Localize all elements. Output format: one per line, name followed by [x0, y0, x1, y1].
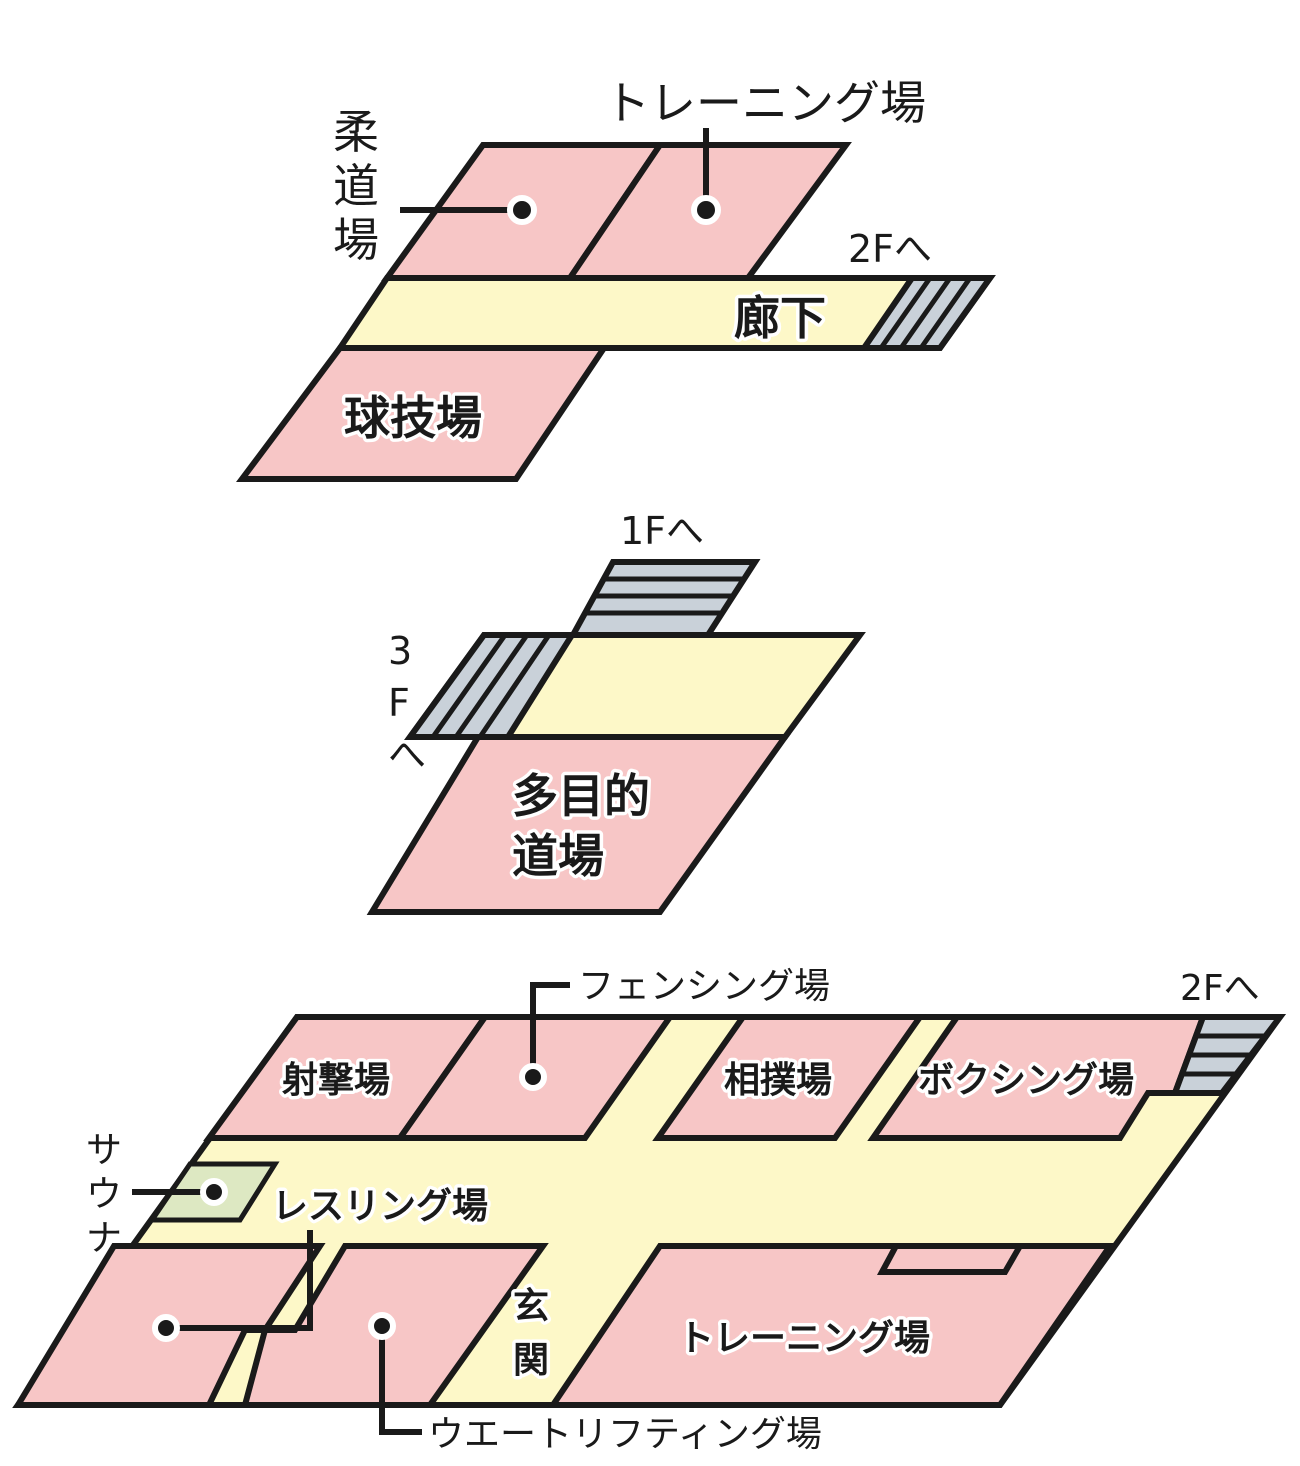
- floor2-to-3f-label-2: F: [388, 681, 410, 725]
- floor1-training-annex: [876, 1243, 1026, 1275]
- floor3-training-marker: [691, 195, 721, 225]
- floor2-multipurpose-label-1: 多目的: [512, 769, 650, 823]
- floor1-sauna-label-2: ウ: [86, 1174, 122, 1215]
- floor1-sauna-label-3: ナ: [86, 1218, 122, 1259]
- floor1-shooting-label: 射撃場: [282, 1060, 390, 1101]
- floor1-training-label: トレーニング場: [678, 1318, 930, 1359]
- floor2-multipurpose-label-2: 道場: [512, 829, 604, 883]
- floor3-ball-court-label: 球技場: [344, 391, 482, 445]
- floor1-weightlifting-marker: [368, 1312, 396, 1340]
- floor3-judo-label-2: 道: [333, 159, 379, 213]
- floor2-to-3f-label-3: へ: [388, 733, 426, 777]
- floor1-wrestling-label: レスリング場: [272, 1186, 488, 1227]
- floor2-multipurpose-hall: [366, 734, 791, 915]
- floor3-ball-court: [236, 345, 610, 482]
- floor1-sumo-label: 相撲場: [724, 1060, 832, 1101]
- floor3-judo-marker: [507, 195, 537, 225]
- floor1-entrance-label-1: 玄: [513, 1286, 549, 1327]
- floor2-to-1f-label: 1Fへ: [620, 509, 704, 553]
- floor-2-plan: 1Fへ 3 F へ 多目的 道場: [366, 509, 866, 915]
- floor1-boxing-label: ボクシング場: [918, 1060, 1134, 1101]
- floor3-corridor-label: 廊下: [734, 291, 826, 345]
- floor1-fencing-label: フェンシング場: [578, 966, 830, 1007]
- floor1-wrestling-marker: [152, 1314, 180, 1342]
- floor1-fencing-marker: [519, 1063, 547, 1091]
- floor1-entrance-label-2: 関: [513, 1340, 549, 1381]
- floor1-to-2f-label: 2Fへ: [1180, 968, 1260, 1009]
- floor1-sauna-marker: [200, 1178, 228, 1206]
- floor3-judo-label-1: 柔: [333, 105, 379, 159]
- floor2-stairs-to-1f: [567, 559, 761, 638]
- floor1-weightlifting-label: ウエートリフティング場: [428, 1414, 822, 1455]
- floor-1-plan: フェンシング場 射撃場 相撲場 ボクシング場 2Fへ サ ウ ナ レスリング場 …: [12, 966, 1287, 1455]
- floor1-sauna-label-1: サ: [86, 1130, 122, 1171]
- floor3-to-2f-label: 2Fへ: [848, 227, 932, 271]
- floor3-judo-label-3: 場: [333, 213, 379, 267]
- floor1-sumo-ring: [652, 1014, 926, 1141]
- floor-3-plan: 柔 道 場 トレーニング場 2Fへ 廊下 球技場: [236, 76, 996, 482]
- floor3-training-label: トレーニング場: [604, 76, 926, 130]
- floor3-stairs: [858, 275, 996, 351]
- floor1-stairs-to-2f: [1170, 1014, 1287, 1096]
- floor2-to-3f-label-1: 3: [388, 629, 412, 673]
